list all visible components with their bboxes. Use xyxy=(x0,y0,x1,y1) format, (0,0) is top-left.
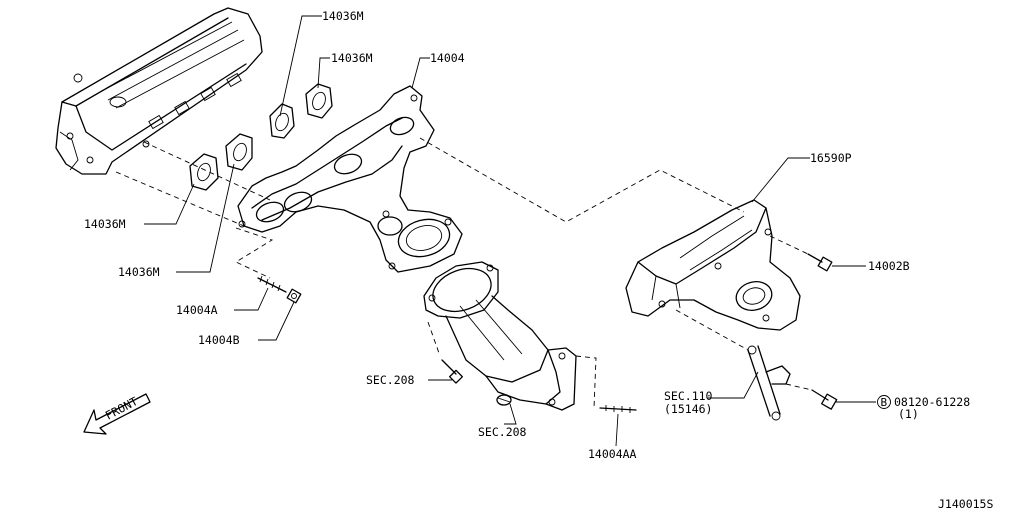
gasket-left-2 xyxy=(225,133,253,171)
label-bolt-part: 08120-61228 xyxy=(894,395,970,409)
label-heat-insulator: 16590P xyxy=(810,151,852,165)
label-front: FRONT xyxy=(103,394,140,423)
label-sec110-ref: (15146) xyxy=(664,402,712,416)
label-stud: 14004A xyxy=(176,303,218,317)
label-bolt-circle: B xyxy=(881,396,888,409)
sec208-bolt-upper xyxy=(441,359,464,384)
stud-14004AA xyxy=(599,405,637,413)
nut-14004B xyxy=(286,288,302,304)
cylinder-head xyxy=(55,7,263,175)
sec208-bolt-lower xyxy=(496,394,512,406)
label-lower-stud: 14004AA xyxy=(588,447,637,461)
label-sec110: SEC.110 xyxy=(664,389,713,403)
bolt-circle-badge xyxy=(877,395,891,409)
label-sec208-upper: SEC.208 xyxy=(366,373,415,387)
front-direction-arrow xyxy=(83,393,151,435)
bolt-08120-61228 xyxy=(811,389,838,410)
label-gasket-left-2: 14036M xyxy=(118,265,160,279)
label-gasket-top-2: 14036M xyxy=(331,51,373,65)
label-gasket-top-1: 14036M xyxy=(322,9,364,23)
bolt-14002B xyxy=(807,253,833,272)
gasket-top-2 xyxy=(305,83,333,119)
heat-insulator xyxy=(625,199,801,331)
exhaust-manifold xyxy=(237,85,463,273)
gasket-left-1 xyxy=(189,153,219,191)
stud-14004A xyxy=(257,275,287,293)
label-manifold: 14004 xyxy=(430,51,465,65)
labels: 14036M 14036M 14004 14036M 14036M 14004A… xyxy=(84,9,993,511)
catalytic-converter xyxy=(423,261,577,411)
sec110-tube xyxy=(747,345,791,421)
drawing-id: J140015S xyxy=(938,497,993,511)
label-nut: 14004B xyxy=(198,333,240,347)
assembly-dashed-lines xyxy=(115,137,813,409)
gasket-top-1 xyxy=(269,103,295,139)
label-bolt-qty: (1) xyxy=(898,407,919,421)
label-sec208-lower: SEC.208 xyxy=(478,425,527,439)
leader-lines xyxy=(144,15,876,447)
label-gasket-left-1: 14036M xyxy=(84,217,126,231)
label-bolt-insulator: 14002B xyxy=(868,259,910,273)
